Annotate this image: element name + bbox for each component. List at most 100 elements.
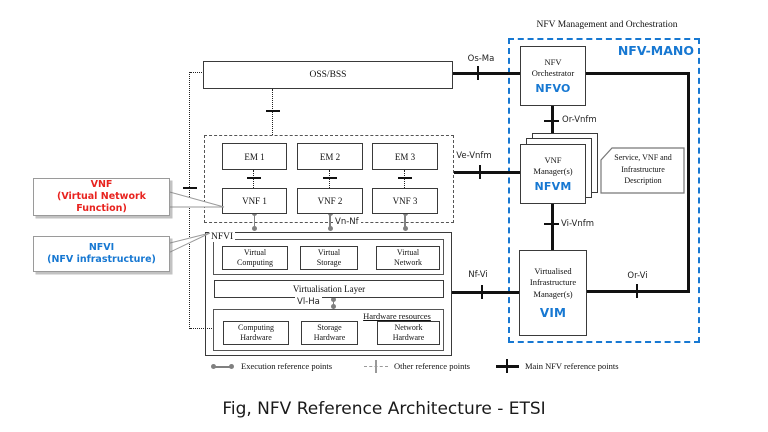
or-vnfm-tick xyxy=(544,120,559,122)
legend-other-label: Other reference points xyxy=(394,361,470,371)
vi-vnfm-label: Vi-Vnfm xyxy=(561,219,595,229)
vim-label-line2: Infrastructure xyxy=(529,277,577,288)
legend-execution-dot-left xyxy=(211,364,216,369)
em1-label: EM 1 xyxy=(244,151,265,162)
hardware-resources-container xyxy=(213,309,444,351)
virtual-computing-box: Virtual Computing xyxy=(222,246,288,270)
legend-execution-line xyxy=(214,366,232,368)
virtualisation-layer-box: Virtualisation Layer xyxy=(214,280,444,298)
vn-nf-label: Vn-Nf xyxy=(333,217,361,227)
virtual-storage-line2: Storage xyxy=(316,258,342,267)
nfv-mano-dashed-box xyxy=(508,38,700,343)
legend-main-label: Main NFV reference points xyxy=(525,361,619,371)
vl-ha-exec-dot-bottom xyxy=(330,304,336,309)
mano-header: NFV Management and Orchestration xyxy=(536,20,678,30)
vnf-callout-line2: (Virtual Network xyxy=(57,191,146,203)
oss-bss-label: OSS/BSS xyxy=(309,70,347,80)
oss-bss-box: OSS/BSS xyxy=(203,61,453,89)
oss-em-dotted-line xyxy=(272,89,273,135)
em2-vnf2-tick xyxy=(323,177,337,179)
nfv-mano-badge: NFV-MANO xyxy=(617,43,694,58)
left-dotted-top-segment xyxy=(190,72,204,73)
oss-em-tick xyxy=(266,110,280,112)
computing-hardware-box: Computing Hardware xyxy=(223,321,289,345)
vnf1-nfvi-exec-line xyxy=(253,212,256,230)
em3-vnf3-tick xyxy=(398,177,412,179)
vnf3-box: VNF 3 xyxy=(372,188,438,214)
vi-vnfm-tick xyxy=(544,223,559,225)
virtualisation-layer-label: Virtualisation Layer xyxy=(292,284,366,294)
virtual-network-line2: Network xyxy=(394,258,422,267)
network-hardware-line2: Hardware xyxy=(392,333,425,342)
ve-vnfm-tick xyxy=(479,165,481,179)
vnf-callout-tail xyxy=(166,190,225,208)
vnf2-exec-dot-bottom xyxy=(327,226,333,231)
service-description-line1: Service, VNF and xyxy=(614,153,672,162)
vnf-callout: VNF (Virtual Network Function) xyxy=(33,178,170,216)
network-hardware-box: Network Hardware xyxy=(377,321,440,345)
ve-vnfm-line xyxy=(454,171,520,174)
vnfm-box: VNF Manager(s) NFVM xyxy=(520,144,586,204)
or-vnfm-label: Or-Vnfm xyxy=(562,115,597,125)
vl-ha-exec-line xyxy=(332,298,335,309)
vnf3-exec-dot-bottom xyxy=(402,226,408,231)
nf-vi-label: Nf-Vi xyxy=(468,270,488,280)
or-vi-tick xyxy=(636,284,638,298)
vim-tag: VIM xyxy=(539,306,567,321)
nfvo-orvi-horizontal-line xyxy=(586,72,690,75)
em3-box: EM 3 xyxy=(372,143,438,170)
figure-caption: Fig, NFV Reference Architecture - ETSI xyxy=(222,399,546,419)
vl-ha-label: Vl-Ha xyxy=(295,297,322,307)
legend-main-tick xyxy=(506,359,508,373)
em1-vnf1-tick xyxy=(247,177,261,179)
nfvo-tag: NFVO xyxy=(535,82,571,96)
nfvo-box: NFV Orchestrator NFVO xyxy=(520,46,586,106)
service-description-text: Service, VNF and Infrastructure Descript… xyxy=(601,152,685,187)
service-description-line3: Description xyxy=(624,176,662,186)
em2-vnf2-dotted-line xyxy=(329,170,330,188)
legend-execution-dot-right xyxy=(229,364,234,369)
vnfm-label-line1: VNF xyxy=(544,154,562,165)
nf-vi-line xyxy=(452,291,519,294)
ve-vnfm-label: Ve-Vnfm xyxy=(456,151,492,161)
vnfm-tag: NFVM xyxy=(534,180,572,194)
or-vi-line xyxy=(587,290,689,293)
virtual-network-line1: Virtual xyxy=(396,248,420,257)
em2-box: EM 2 xyxy=(297,143,363,170)
virtual-storage-line1: Virtual xyxy=(317,248,341,257)
em3-vnf3-dotted-line xyxy=(404,170,405,188)
vi-vnfm-line xyxy=(551,204,554,250)
nfvi-box xyxy=(205,232,452,356)
hardware-resources-title: Hardware resources xyxy=(363,311,431,321)
vnf-callout-line1: VNF xyxy=(90,179,113,191)
virtual-network-box: Virtual Network xyxy=(376,246,440,270)
nf-vi-tick xyxy=(481,285,483,299)
vnf3-nfvi-exec-line xyxy=(404,212,406,230)
storage-hardware-line2: Hardware xyxy=(313,333,346,342)
computing-hardware-line2: Hardware xyxy=(240,333,272,342)
legend-execution-label: Execution reference points xyxy=(241,361,333,371)
os-ma-label: Os-Ma xyxy=(467,54,495,64)
network-hardware-line1: Network xyxy=(394,323,423,332)
service-description-line2: Infrastructure xyxy=(621,164,665,174)
vim-box: Virtualised Infrastructure Manager(s) VI… xyxy=(519,250,587,336)
nfvi-callout-tail xyxy=(166,232,211,255)
legend-other-tick xyxy=(375,360,377,373)
vnf-callout-line3: Function) xyxy=(76,202,127,214)
vnf1-exec-dot-bottom xyxy=(252,226,257,231)
left-dotted-bottom-segment xyxy=(190,328,214,329)
storage-hardware-box: Storage Hardware xyxy=(301,321,358,345)
nfvi-callout-line1: NFVI xyxy=(88,242,115,254)
service-description-shape xyxy=(600,147,685,194)
or-vnfm-line xyxy=(551,106,554,146)
nfvi-label: NFVI xyxy=(209,232,236,242)
em1-vnf1-dotted-line xyxy=(253,170,254,188)
vnf2-nfvi-exec-line xyxy=(329,212,331,230)
computing-hardware-line1: Computing xyxy=(237,323,274,332)
nfvi-callout-line2: (NFV infrastructure) xyxy=(47,254,156,265)
nfvi-callout: NFVI (NFV infrastructure) xyxy=(33,236,170,272)
em3-label: EM 3 xyxy=(394,151,416,162)
vim-label-line3: Manager(s) xyxy=(533,288,573,299)
nfvo-label-line2: Orchestrator xyxy=(531,68,575,78)
